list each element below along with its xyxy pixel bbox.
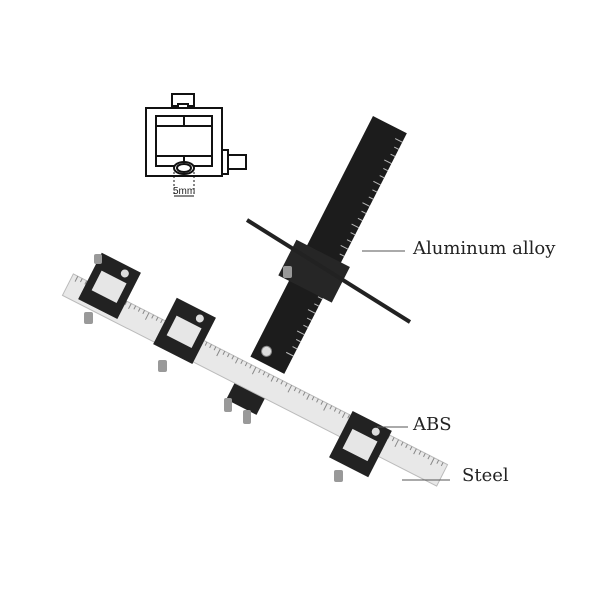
callout-steel: Steel — [462, 465, 509, 486]
callout-abs: ABS — [413, 414, 452, 435]
abs-block-3 — [329, 410, 392, 478]
aluminum-ruler — [250, 115, 407, 374]
center-clamp — [226, 383, 265, 415]
cross-rod — [245, 218, 412, 324]
dimension-label: 5mm — [173, 186, 196, 197]
block-diagram — [145, 93, 247, 197]
abs-block-1 — [78, 252, 141, 320]
leader-lines — [362, 250, 450, 481]
callout-aluminum-alloy: Aluminum alloy — [413, 238, 556, 259]
abs-block-2 — [153, 297, 216, 365]
